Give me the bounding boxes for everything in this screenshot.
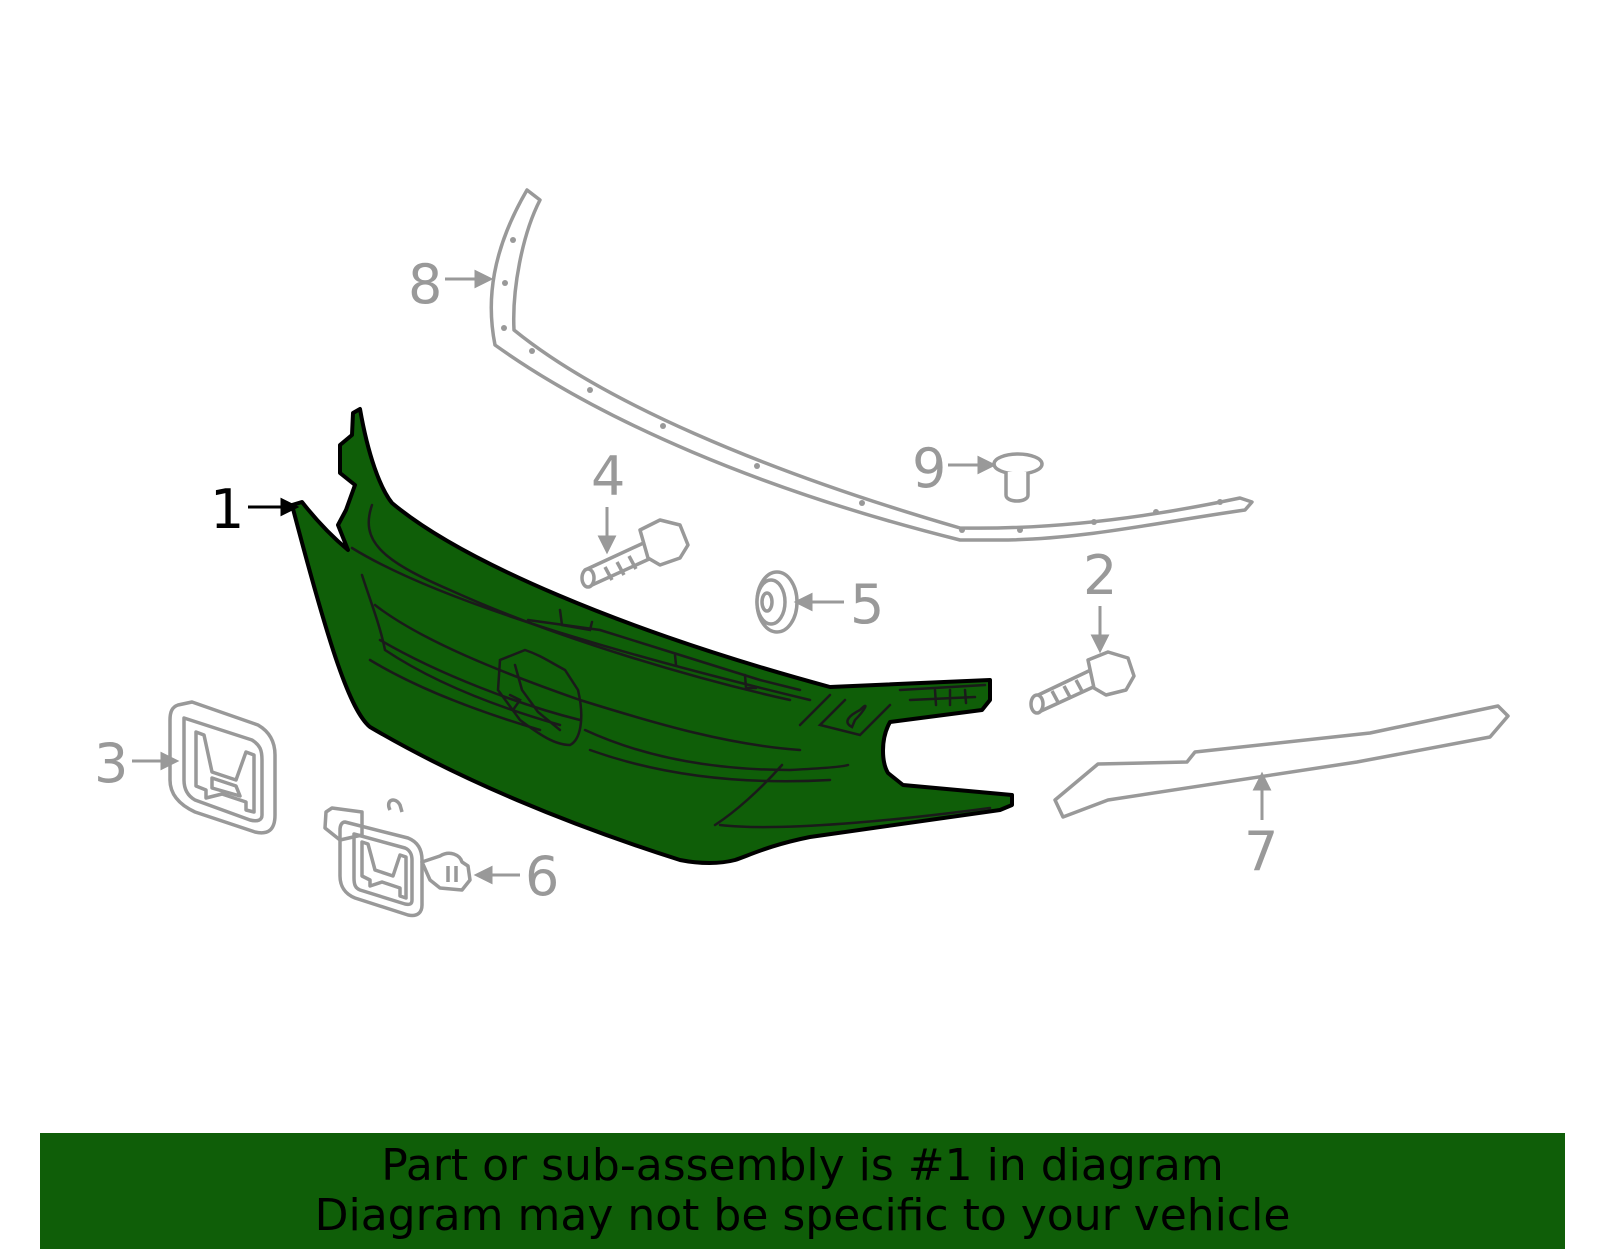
part-7-lower-molding xyxy=(1053,704,1510,819)
arrow-9 xyxy=(948,455,997,475)
callout-4: 4 xyxy=(591,445,625,508)
part-9-clip xyxy=(992,452,1044,503)
callout-1: 1 xyxy=(210,478,244,541)
part-8-upper-molding xyxy=(489,188,1254,542)
arrow-6 xyxy=(473,865,520,885)
banner-line-2: Diagram may not be specific to your vehi… xyxy=(314,1190,1291,1241)
part-6-emblem-bracket xyxy=(323,798,472,918)
part-3-emblem xyxy=(168,700,277,835)
part-1-grille xyxy=(290,407,1014,865)
arrow-1 xyxy=(248,497,300,517)
part-2-bolt xyxy=(1029,650,1136,715)
arrow-7 xyxy=(1252,771,1272,820)
callout-7: 7 xyxy=(1244,820,1278,883)
callout-labels: 1 8 9 4 5 2 7 3 6 xyxy=(94,253,1278,908)
callout-2: 2 xyxy=(1083,544,1117,607)
callout-6: 6 xyxy=(525,845,559,908)
callout-5: 5 xyxy=(850,573,884,636)
callout-3: 3 xyxy=(94,732,128,795)
part-4-bolt xyxy=(580,518,690,589)
arrow-2 xyxy=(1090,606,1110,654)
callout-8: 8 xyxy=(408,253,442,316)
arrow-5 xyxy=(793,592,844,612)
info-banner: Part or sub-assembly is #1 in diagram Di… xyxy=(40,1133,1565,1249)
callout-9: 9 xyxy=(912,437,946,500)
banner-line-1: Part or sub-assembly is #1 in diagram xyxy=(381,1140,1224,1191)
callout-arrows xyxy=(132,269,1272,885)
arrow-4 xyxy=(597,507,617,555)
arrow-8 xyxy=(445,269,494,289)
arrow-3 xyxy=(132,751,180,771)
part-5-nut xyxy=(755,570,799,634)
